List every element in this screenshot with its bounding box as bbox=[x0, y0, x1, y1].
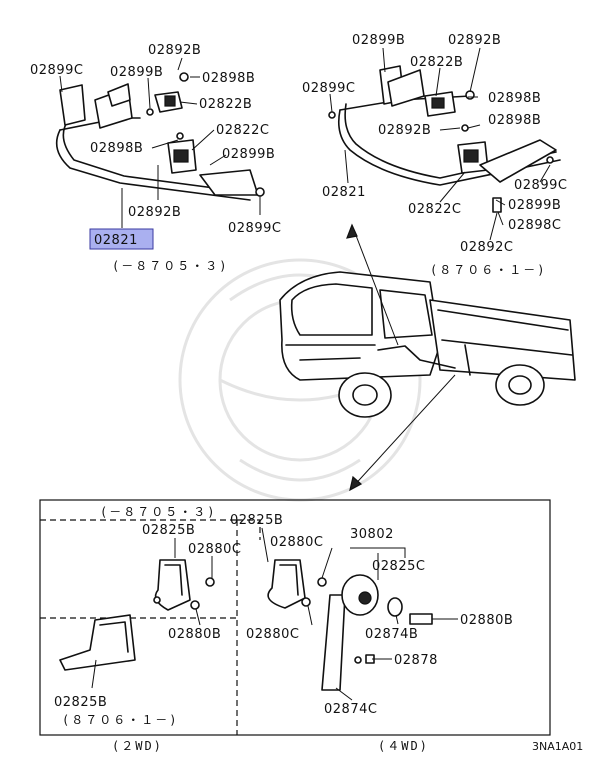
part-label[interactable]: 02825C bbox=[372, 559, 425, 574]
part-label[interactable]: 02892B bbox=[378, 123, 431, 138]
assembly-top-left bbox=[55, 57, 265, 228]
part-label[interactable]: 02899C bbox=[30, 63, 83, 78]
part-label[interactable]: 02899B bbox=[222, 147, 275, 162]
top-left-labels: 02899C 02892B 02899B 02898B 02822B 02898… bbox=[30, 43, 281, 273]
part-label[interactable]: 02899C bbox=[514, 178, 567, 193]
part-label[interactable]: 02880C bbox=[270, 535, 323, 550]
variant-2wd-label: (２WD) bbox=[112, 739, 163, 753]
part-label[interactable]: 02880C bbox=[188, 542, 241, 557]
date-range-note: (－８７０５・３) bbox=[112, 259, 228, 273]
part-label[interactable]: 02899C bbox=[302, 81, 355, 96]
part-label[interactable]: 02899B bbox=[110, 65, 163, 80]
part-label[interactable]: 02892C bbox=[460, 240, 513, 255]
part-label[interactable]: 02898C bbox=[508, 218, 561, 233]
part-label[interactable]: 02898B bbox=[488, 91, 541, 106]
part-label[interactable]: 02880B bbox=[168, 627, 221, 642]
part-label[interactable]: 02892B bbox=[148, 43, 201, 58]
truck-illustration bbox=[279, 223, 576, 492]
part-label[interactable]: 02892B bbox=[448, 33, 501, 48]
part-label[interactable]: 02874C bbox=[324, 702, 377, 717]
part-label[interactable]: 30802 bbox=[350, 527, 394, 542]
date-range-note: (８７０６・１－) bbox=[430, 263, 546, 277]
part-label[interactable]: 02898B bbox=[90, 141, 143, 156]
part-label[interactable]: 02899B bbox=[352, 33, 405, 48]
part-label[interactable]: 02821 bbox=[322, 185, 366, 200]
part-label[interactable]: 02825B bbox=[54, 695, 107, 710]
part-label: 02821 bbox=[94, 233, 138, 248]
part-label[interactable]: 02898B bbox=[488, 113, 541, 128]
part-label[interactable]: 02825B bbox=[230, 513, 283, 528]
part-label[interactable]: 02822C bbox=[408, 202, 461, 217]
part-label[interactable]: 02899B bbox=[508, 198, 561, 213]
part-label[interactable]: 02822B bbox=[410, 55, 463, 70]
highlighted-part-02821[interactable]: 02821 bbox=[89, 228, 154, 250]
drawing-code: 3NA1A01 bbox=[532, 740, 583, 753]
part-label[interactable]: 02822C bbox=[216, 123, 269, 138]
part-label[interactable]: 02822B bbox=[199, 97, 252, 112]
date-range-note: (－８７０５・３) bbox=[100, 505, 216, 519]
bottom-labels: (－８７０５・３) 02825B 02880C 02880B 02825B (８… bbox=[54, 505, 583, 753]
part-label[interactable]: 02825B bbox=[142, 523, 195, 538]
part-label[interactable]: 02898B bbox=[202, 71, 255, 86]
bottom-panel bbox=[39, 499, 551, 736]
top-right-labels: 02899B 02892B 02822B 02899C 02898B 02892… bbox=[302, 33, 567, 277]
variant-4wd-label: (４WD) bbox=[378, 739, 429, 753]
part-label[interactable]: 02878 bbox=[394, 653, 438, 668]
part-label[interactable]: 02880B bbox=[460, 613, 513, 628]
part-label[interactable]: 02892B bbox=[128, 205, 181, 220]
part-label[interactable]: 02899C bbox=[228, 221, 281, 236]
date-range-note: (８７０６・１－) bbox=[62, 713, 178, 727]
part-label[interactable]: 02874B bbox=[365, 627, 418, 642]
assembly-top-right bbox=[328, 47, 561, 241]
part-label[interactable]: 02880C bbox=[246, 627, 299, 642]
